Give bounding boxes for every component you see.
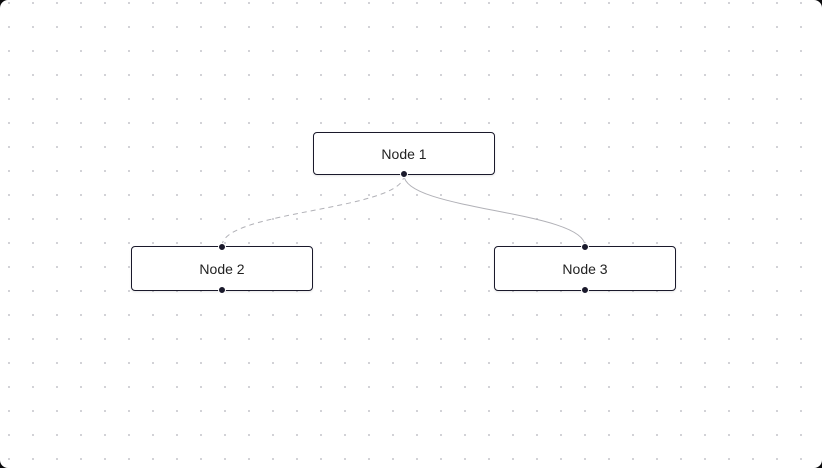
node-3-label: Node 3 <box>562 260 608 277</box>
edge-node1-node2[interactable] <box>221 174 405 247</box>
node-2[interactable]: Node 2 <box>131 243 313 294</box>
node-1-label: Node 1 <box>381 145 427 162</box>
node-3-source-handle-bottom[interactable] <box>581 286 589 294</box>
node-1[interactable]: Node 1 <box>313 132 495 178</box>
node-3[interactable]: Node 3 <box>494 243 676 294</box>
node-2-label: Node 2 <box>199 260 245 277</box>
node-1-source-handle-bottom[interactable] <box>400 170 408 178</box>
edge-node1-node3[interactable] <box>403 174 586 247</box>
node-2-target-handle-top[interactable] <box>218 243 226 251</box>
node-2-source-handle-bottom[interactable] <box>218 286 226 294</box>
node-3-target-handle-top[interactable] <box>581 243 589 251</box>
